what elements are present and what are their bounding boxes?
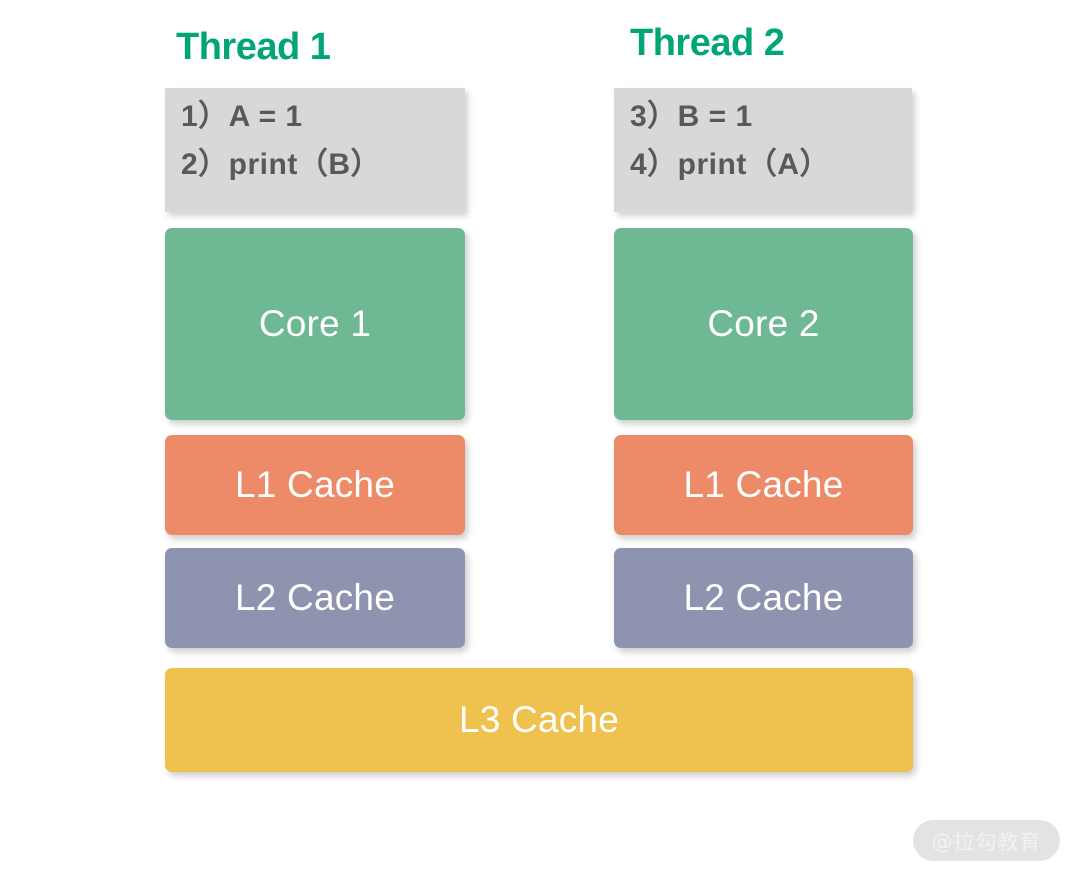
thread-1-code-line-1: 1）A = 1	[181, 100, 303, 133]
l3-cache-block: L3 Cache	[165, 668, 913, 772]
thread-1-code-box: 1）A = 1 2）print（B）	[165, 88, 465, 212]
thread-2-title: Thread 2	[630, 22, 785, 64]
thread-2-code-line-2: 4）print（A）	[630, 148, 830, 181]
watermark-badge: @拉勾教育	[913, 820, 1060, 861]
core-2-l1-cache-block: L1 Cache	[614, 435, 913, 535]
thread-1-title: Thread 1	[176, 26, 331, 68]
core-2-l2-cache-block: L2 Cache	[614, 548, 913, 648]
core-2-block: Core 2	[614, 228, 913, 420]
thread-2-code-line-1: 3）B = 1	[630, 100, 753, 133]
thread-2-code-box: 3）B = 1 4）print（A）	[614, 88, 912, 212]
thread-1-code-line-2: 2）print（B）	[181, 148, 381, 181]
core-1-l1-cache-block: L1 Cache	[165, 435, 465, 535]
core-1-l2-cache-block: L2 Cache	[165, 548, 465, 648]
core-1-block: Core 1	[165, 228, 465, 420]
